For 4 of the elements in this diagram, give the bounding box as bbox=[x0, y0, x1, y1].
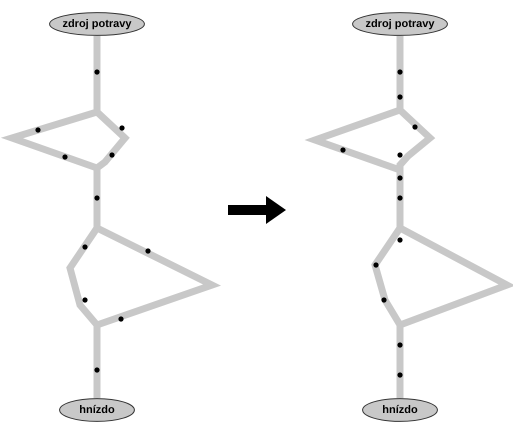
node-label: zdroj potravy bbox=[62, 18, 132, 30]
node-label: zdroj potravy bbox=[365, 18, 435, 30]
node-label: hnízdo bbox=[79, 404, 115, 416]
node-label: hnízdo bbox=[382, 404, 418, 416]
